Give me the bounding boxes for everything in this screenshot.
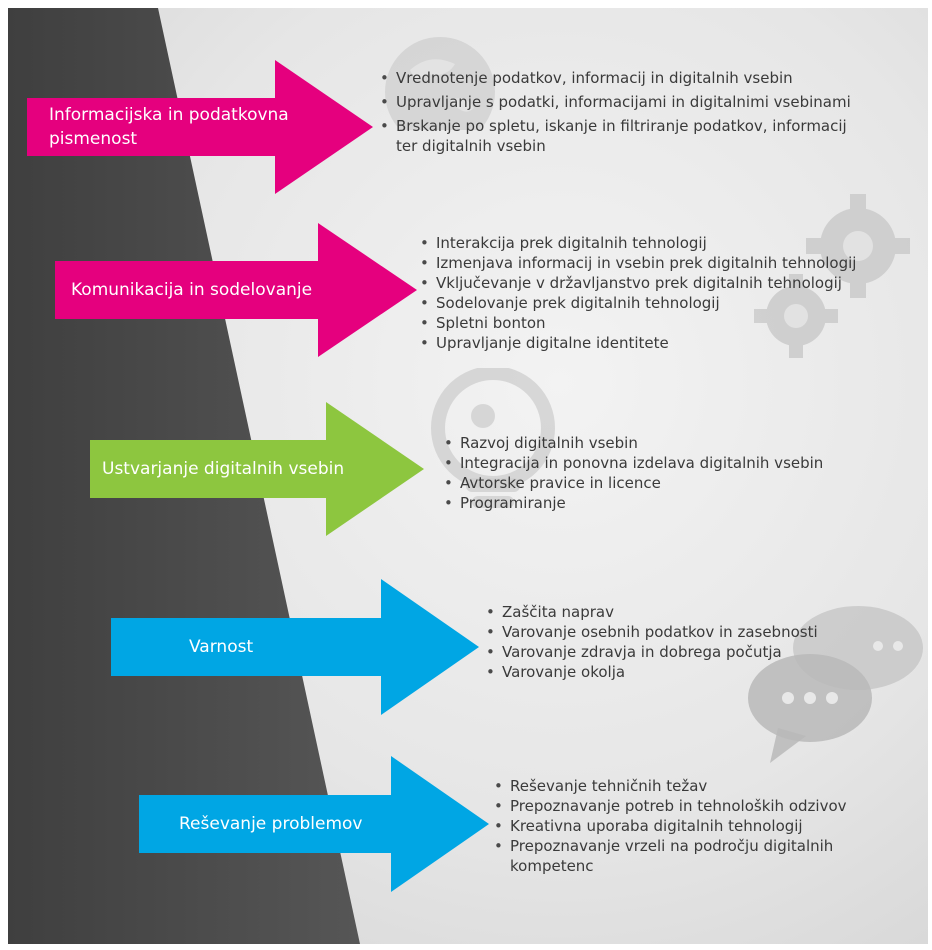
list-item: Kreativna uporaba digitalnih tehnologij — [494, 816, 884, 836]
area-title: Varnost — [189, 637, 254, 657]
area-items-content-creation: Razvoj digitalnih vsebin Integracija in … — [436, 433, 896, 513]
list-item: Reševanje tehničnih težav — [494, 776, 884, 796]
list-item: Prepoznavanje potreb in tehnoloških odzi… — [494, 796, 884, 816]
area-items-information-literacy: Vrednotenje podatkov, informacij in digi… — [380, 68, 900, 156]
list-item: Varovanje osebnih podatkov in zasebnosti — [486, 622, 886, 642]
list-item: Vključevanje v državljanstvo prek digita… — [420, 273, 910, 293]
arrow-shape — [90, 402, 424, 536]
infographic-canvas: Informacijska in podatkovna pismenost Vr… — [8, 8, 928, 944]
list-item: Prepoznavanje vrzeli na področju digital… — [494, 836, 884, 876]
area-title: Informacijska in podatkovna pismenost — [49, 105, 289, 149]
area-items-communication: Interakcija prek digitalnih tehnologij I… — [420, 233, 910, 353]
list-item: Sodelovanje prek digitalnih tehnologij — [420, 293, 910, 313]
list-item: Izmenjava informacij in vsebin prek digi… — [420, 253, 910, 273]
list-item: Upravljanje digitalne identitete — [420, 333, 910, 353]
area-items-problem-solving: Reševanje tehničnih težav Prepoznavanje … — [494, 776, 884, 876]
list-item: Vrednotenje podatkov, informacij in digi… — [380, 68, 900, 88]
area-items-safety: Zaščita naprav Varovanje osebnih podatko… — [486, 602, 886, 682]
list-item: Spletni bonton — [420, 313, 910, 333]
list-item: Varovanje zdravja in dobrega počutja — [486, 642, 886, 662]
area-arrow-problem-solving: Reševanje problemov — [139, 756, 489, 892]
area-title: Reševanje problemov — [179, 814, 363, 834]
area-arrow-information-literacy: Informacijska in podatkovna pismenost — [27, 60, 373, 194]
list-item: Varovanje okolja — [486, 662, 886, 682]
list-item: Upravljanje s podatki, informacijami in … — [380, 92, 900, 112]
list-item: Programiranje — [444, 493, 896, 513]
area-title: Komunikacija in sodelovanje — [71, 280, 313, 300]
area-arrow-communication: Komunikacija in sodelovanje — [55, 223, 417, 357]
list-item: Razvoj digitalnih vsebin — [444, 433, 896, 453]
area-arrow-content-creation: Ustvarjanje digitalnih vsebin — [90, 402, 424, 536]
list-item: Integracija in ponovna izdelava digitaln… — [444, 453, 896, 473]
list-item: Interakcija prek digitalnih tehnologij — [420, 233, 910, 253]
list-item: Brskanje po spletu, iskanje in filtriran… — [380, 116, 900, 156]
arrow-shape — [55, 223, 417, 357]
list-item: Avtorske pravice in licence — [444, 473, 896, 493]
area-title: Ustvarjanje digitalnih vsebin — [102, 459, 345, 479]
list-item: Zaščita naprav — [486, 602, 886, 622]
arrow-shape — [111, 579, 479, 715]
area-arrow-safety: Varnost — [111, 579, 479, 715]
arrow-shape — [27, 60, 373, 194]
arrow-shape — [139, 756, 489, 892]
